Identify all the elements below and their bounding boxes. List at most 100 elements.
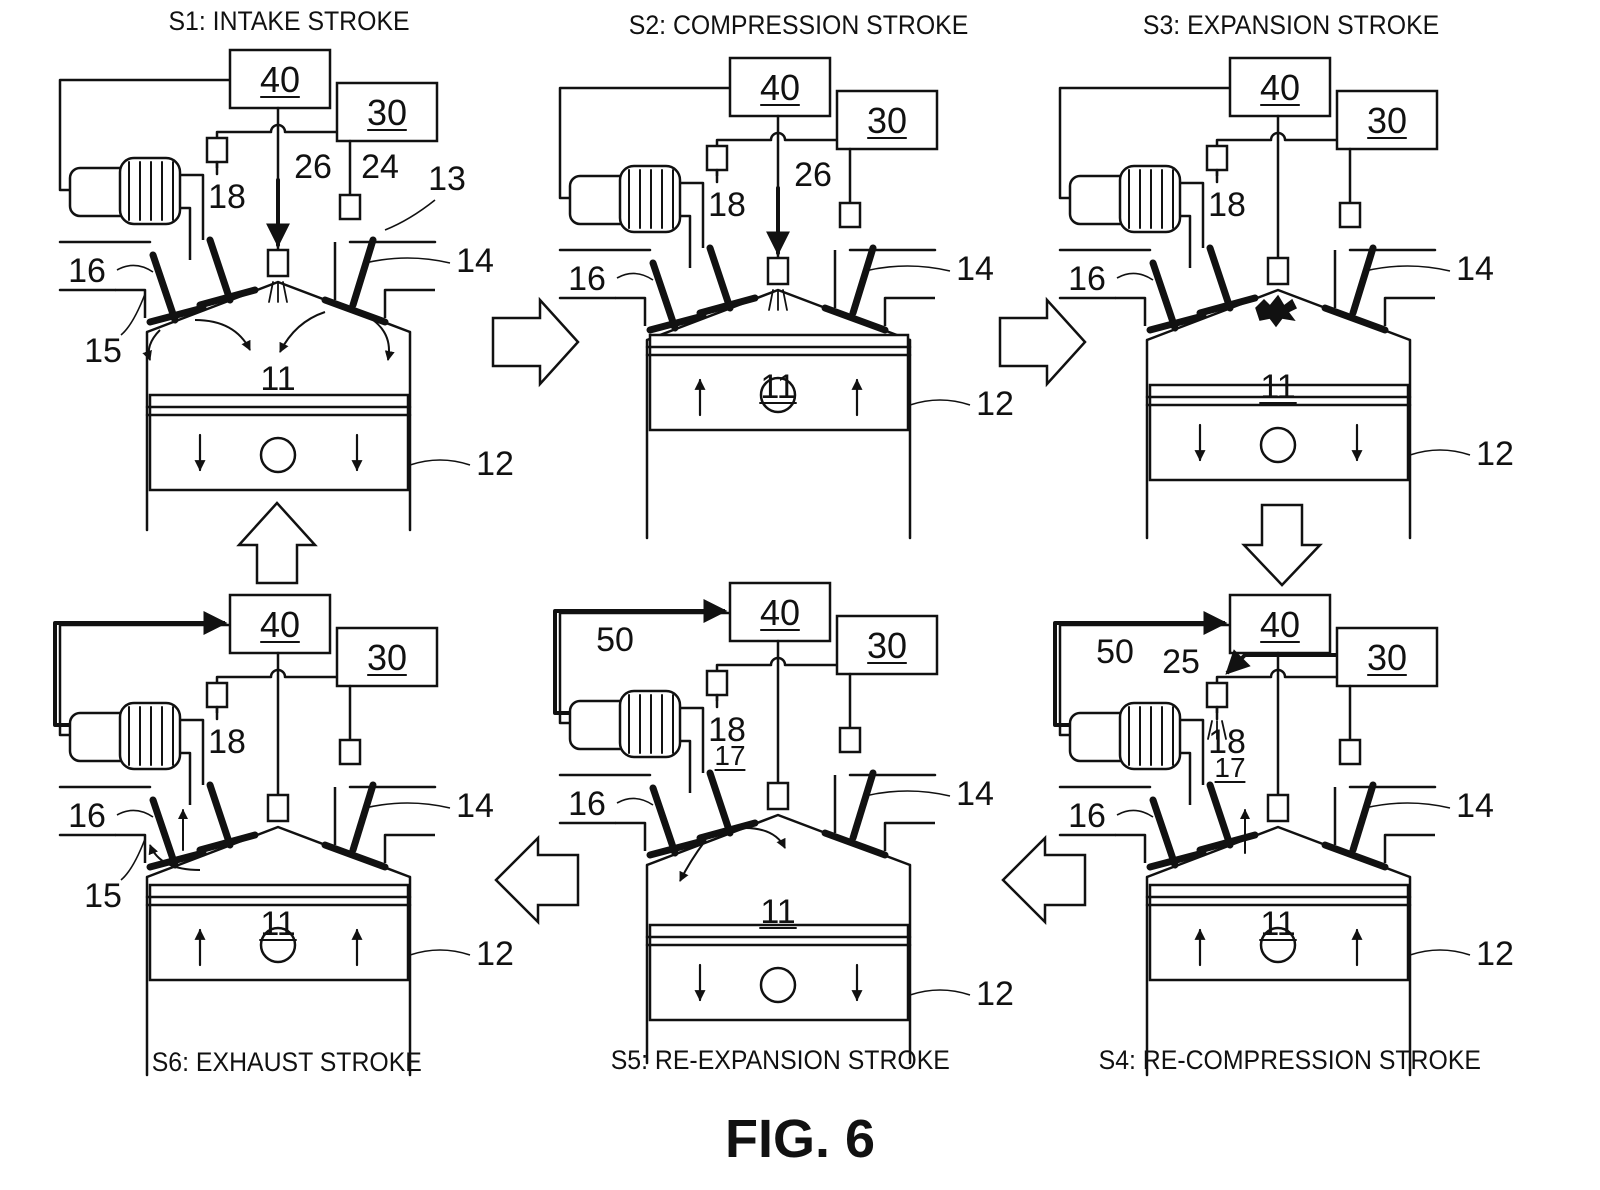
leader-line	[1116, 809, 1154, 818]
fuel-injector-label: 24	[361, 148, 399, 186]
spark-plug-label: 26	[794, 156, 832, 194]
driver-wire	[215, 123, 337, 168]
catalyst-label: 50	[596, 621, 634, 659]
feedback-signal-arrow	[553, 599, 728, 715]
leader-line	[120, 293, 146, 336]
intake-port-wall	[1383, 296, 1435, 326]
leader-line	[364, 257, 451, 264]
leader-line	[864, 265, 951, 272]
piston-label: 12	[1476, 935, 1514, 973]
spark-plug-body	[766, 781, 790, 811]
egr-valve-head	[1196, 294, 1259, 317]
exhaust-valve-stem	[149, 796, 179, 869]
flow-arrow	[148, 844, 201, 871]
egr-passage-outline	[1180, 214, 1192, 268]
intake-flow-arrow	[279, 311, 326, 353]
leader-line	[384, 199, 436, 231]
controller-box-label: 40	[1260, 67, 1300, 108]
feedback-signal-arrow	[53, 611, 228, 727]
spark-plug-body	[1266, 793, 1290, 823]
egr-passage-outline	[1180, 718, 1205, 785]
flow-arrow-s6-s1	[236, 501, 318, 585]
intake-valve-label: 14	[1456, 250, 1494, 288]
egr-valve-stem	[706, 769, 734, 837]
caption-s2: S2: COMPRESSION STROKE	[628, 10, 969, 40]
exhaust-port-wall	[115, 833, 147, 863]
driver-box-label: 30	[867, 625, 907, 666]
exhaust-valve-stem	[649, 259, 679, 332]
intake-port-wall	[883, 296, 935, 326]
intake-valve-label: 14	[456, 242, 494, 280]
driver-wire	[715, 656, 837, 701]
chamber-label: 11	[260, 905, 295, 943]
caption-s5: S5: RE-EXPANSION STROKE	[610, 1045, 950, 1075]
leader-line	[616, 272, 654, 281]
caption-s4: S4: RE-COMPRESSION STROKE	[1098, 1045, 1481, 1075]
leader-line	[1364, 802, 1451, 809]
intake-valve-head	[821, 829, 889, 859]
driver-box-label: 30	[1367, 637, 1407, 678]
intake-valve-head	[821, 304, 889, 334]
exhaust-valve-label: 16	[568, 260, 606, 298]
flow-arrow-s2-s3	[998, 296, 1087, 388]
spray-line	[268, 281, 274, 303]
fuel-injector-body	[1338, 201, 1362, 229]
driver-wire	[215, 668, 337, 713]
intake-valve-head	[1321, 841, 1389, 871]
leader-line	[1364, 265, 1451, 272]
leader-line	[1116, 272, 1154, 281]
egr-passage-outline	[180, 206, 192, 260]
reformer-injector-body	[205, 136, 229, 164]
egr-valve-label: 18	[1208, 723, 1246, 761]
exhaust-valve-label: 16	[568, 785, 606, 823]
intake-valve-label: 14	[1456, 787, 1494, 825]
egr-valve-head	[696, 294, 759, 317]
intake-valve-stem	[349, 236, 377, 309]
egr-valve-head	[696, 819, 759, 842]
intake-valve-head	[1321, 304, 1389, 334]
leader-line	[1409, 949, 1471, 956]
exhaust-valve-stem	[149, 251, 179, 324]
piston-label: 12	[476, 935, 514, 973]
chamber-label: 11	[1260, 905, 1295, 943]
egr-valve-stem	[206, 236, 234, 304]
egr-passage-outline	[680, 181, 705, 248]
port-passage-label: 15	[84, 332, 122, 370]
flow-arrow	[744, 827, 786, 849]
exhaust-valve-label: 16	[1068, 797, 1106, 835]
egr-passage-outline	[180, 173, 205, 240]
exhaust-valve-label: 16	[68, 252, 106, 290]
spray-line	[282, 281, 288, 303]
fuel-injector-body	[838, 201, 862, 229]
egr-passage-outline	[1180, 181, 1205, 248]
piston-label: 12	[1476, 435, 1514, 473]
leader-line	[409, 459, 471, 466]
egr-valve-head	[196, 286, 259, 309]
egr-valve-stem	[206, 781, 234, 849]
egr-valve-label: 18	[1208, 186, 1246, 224]
piston-pin	[1259, 426, 1297, 464]
leader-line	[364, 802, 451, 809]
egr-valve-label: 18	[208, 723, 246, 761]
reformer-injector-body	[705, 144, 729, 172]
intake-port-wall	[383, 833, 435, 863]
exhaust-valve-head	[1146, 312, 1207, 334]
fuel-injector-body	[338, 738, 362, 766]
egr-passage-outline	[680, 706, 705, 773]
caption-s6: S6: EXHAUST STROKE	[151, 1047, 422, 1077]
exhaust-port-wall	[1115, 833, 1147, 863]
reformer-injector-body	[205, 681, 229, 709]
intake-valve-stem	[1349, 781, 1377, 854]
piston-pin	[1259, 926, 1297, 964]
leader-line	[864, 790, 951, 797]
controller-box	[728, 581, 832, 643]
intake-valve-head	[321, 296, 389, 326]
spark-plug-body	[1266, 256, 1290, 286]
driver-box-label: 30	[1367, 100, 1407, 141]
exhaust-valve-head	[646, 312, 707, 334]
combustion-chamber-roof	[1146, 825, 1411, 879]
